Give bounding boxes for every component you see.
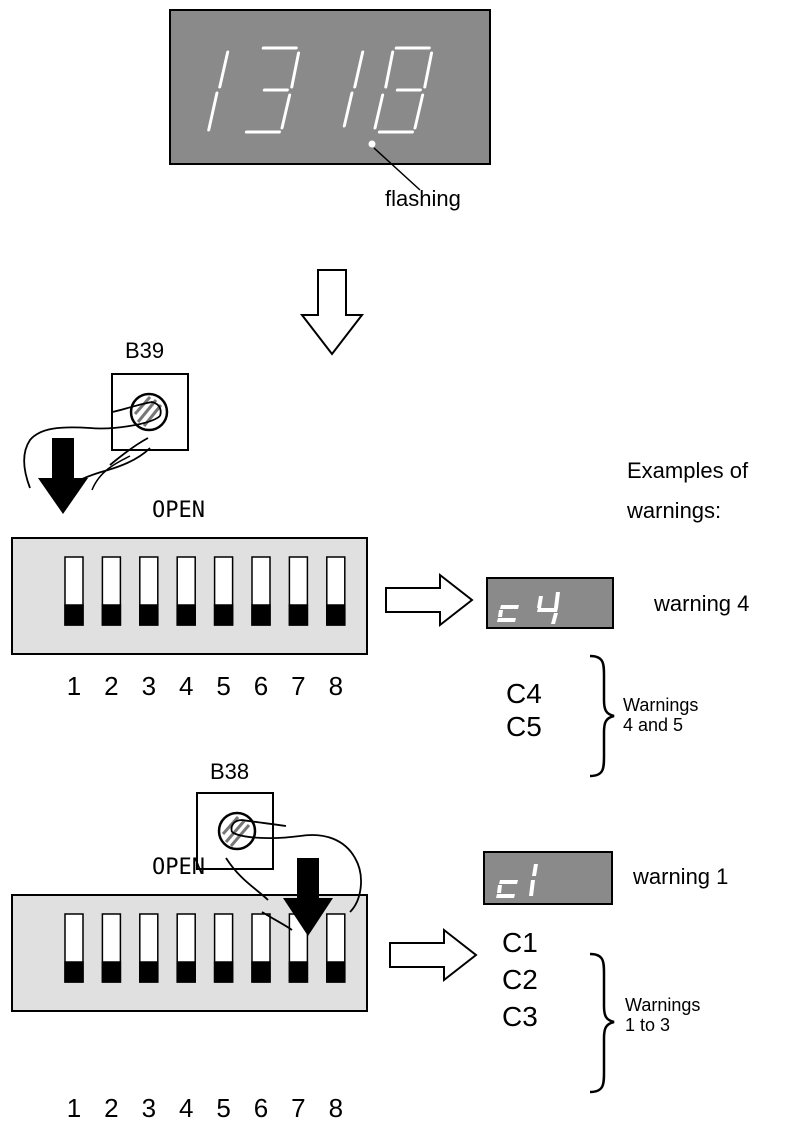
dip-upper-number-7: 7 [291,671,306,701]
dip-lower-number-3: 3 [141,1093,157,1123]
dip-upper-knob-6 [251,604,271,626]
warning-lower-caption: warning 1 [633,864,729,889]
right-arrow-icon-lower [389,927,478,983]
dip-lower-number-7: 7 [291,1093,306,1123]
dip-lower-knob-3 [139,961,159,983]
warnings-group-upper-line2: 4 and 5 [623,715,684,735]
dip-upper-open-label: OPEN [152,498,205,523]
warning-display-upper [486,577,614,629]
button-b38-label: B38 [210,759,250,784]
main-display [169,9,491,191]
press-arrow-icon-lower [283,858,333,936]
dip-upper-number-1: 1 [66,671,82,701]
dip-lower-open-label: OPEN [152,855,205,880]
dip-lower-knob-5 [213,961,234,983]
right-arrow-icon [385,572,474,628]
warning-code-c2: C2 [502,964,538,995]
dip-upper-knob-3 [139,604,159,626]
dip-lower-knob-1 [64,961,84,983]
examples-heading-line1: Examples of [627,458,749,483]
dip-upper-knob-5 [213,604,234,626]
dip-upper-number-2: 2 [104,671,119,701]
main-display-digit-3 [244,46,301,134]
warning-code-c5: C5 [506,711,542,742]
main-display-digit-1 [207,50,230,132]
dip-upper-number-5: 5 [216,671,231,701]
decimal-point [368,140,376,148]
dip-upper-number-6: 6 [253,671,269,701]
dip-upper-knob-1 [64,604,84,626]
button-b38-illustration [196,792,362,936]
dip-upper-knob-4 [176,604,196,626]
flashing-note: flashing [385,186,461,211]
main-display-digit-8 [373,46,434,134]
dip-upper-knob-2 [101,604,122,626]
dip-lower-number-1: 1 [66,1093,82,1123]
dip-lower-knob-8 [326,961,346,983]
press-arrow-icon [38,438,88,514]
warning-upper-caption: warning 4 [654,591,750,616]
dip-lower-number-2: 2 [104,1093,119,1123]
dip-lower-number-6: 6 [253,1093,269,1123]
dip-lower-number-8: 8 [328,1093,344,1123]
warning-display-lower [483,851,613,905]
brace-lower [589,952,615,1094]
dip-upper-knob-8 [326,604,346,626]
button-b39-illustration [23,373,189,514]
warning-code-c3: C3 [502,1001,538,1032]
dip-lower-knob-2 [101,961,122,983]
flashing-leader-line [373,147,421,191]
dip-switch-lower [11,894,368,1012]
brace-upper [589,654,615,778]
dip-upper-number-8: 8 [328,671,344,701]
warnings-group-upper-line1: Warnings [623,695,699,715]
warning-code-c4: C4 [506,678,542,709]
main-display-digit-1b [342,50,365,128]
warnings-group-lower-line1: Warnings [625,995,701,1015]
down-arrow-icon [299,269,365,356]
dip-lower-knob-4 [176,961,196,983]
button-b39-label: B39 [125,338,165,363]
dip-lower-number-5: 5 [216,1093,231,1123]
warning-code-c1: C1 [502,927,538,958]
dip-upper-knob-7 [288,604,309,626]
dip-upper-number-4: 4 [178,671,194,701]
warnings-group-lower-line2: 1 to 3 [625,1015,671,1035]
dip-upper-number-3: 3 [141,671,157,701]
dip-lower-number-4: 4 [178,1093,194,1123]
dip-lower-knob-7 [288,961,309,983]
dip-switch-upper [11,537,368,655]
dip-lower-knob-6 [251,961,271,983]
examples-heading-line2: warnings: [627,498,722,523]
